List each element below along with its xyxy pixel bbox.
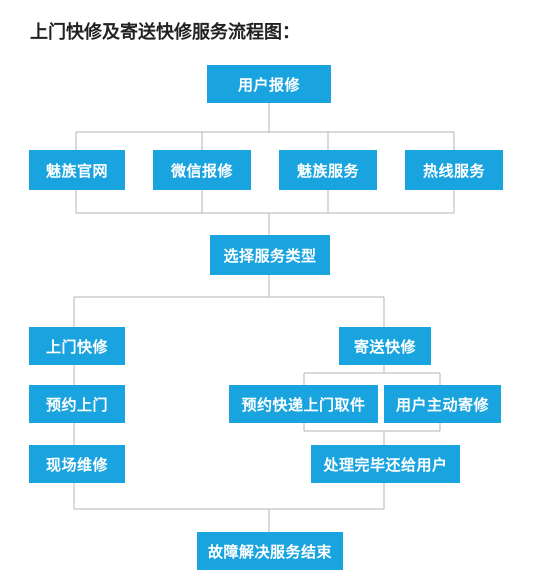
node-select-service-type: 选择服务类型	[210, 235, 330, 275]
page-title: 上门快修及寄送快修服务流程图：	[30, 22, 300, 43]
node-meizu-service: 魅族服务	[279, 150, 377, 190]
node-user-self-mail: 用户主动寄修	[384, 385, 501, 423]
node-mail-repair: 寄送快修	[339, 327, 431, 365]
node-wechat-repair: 微信报修	[153, 150, 251, 190]
node-book-onsite: 预约上门	[29, 385, 125, 423]
node-user-repair: 用户报修	[207, 65, 331, 103]
node-book-courier-pickup: 预约快递上门取件	[229, 385, 378, 423]
node-onsite-repair: 上门快修	[29, 327, 125, 365]
node-official-site: 魅族官网	[29, 150, 125, 190]
node-return-to-user: 处理完毕还给用户	[311, 445, 460, 483]
node-service-complete: 故障解决服务结束	[197, 532, 343, 570]
node-onsite-fix: 现场维修	[29, 445, 125, 483]
node-hotline-service: 热线服务	[405, 150, 503, 190]
